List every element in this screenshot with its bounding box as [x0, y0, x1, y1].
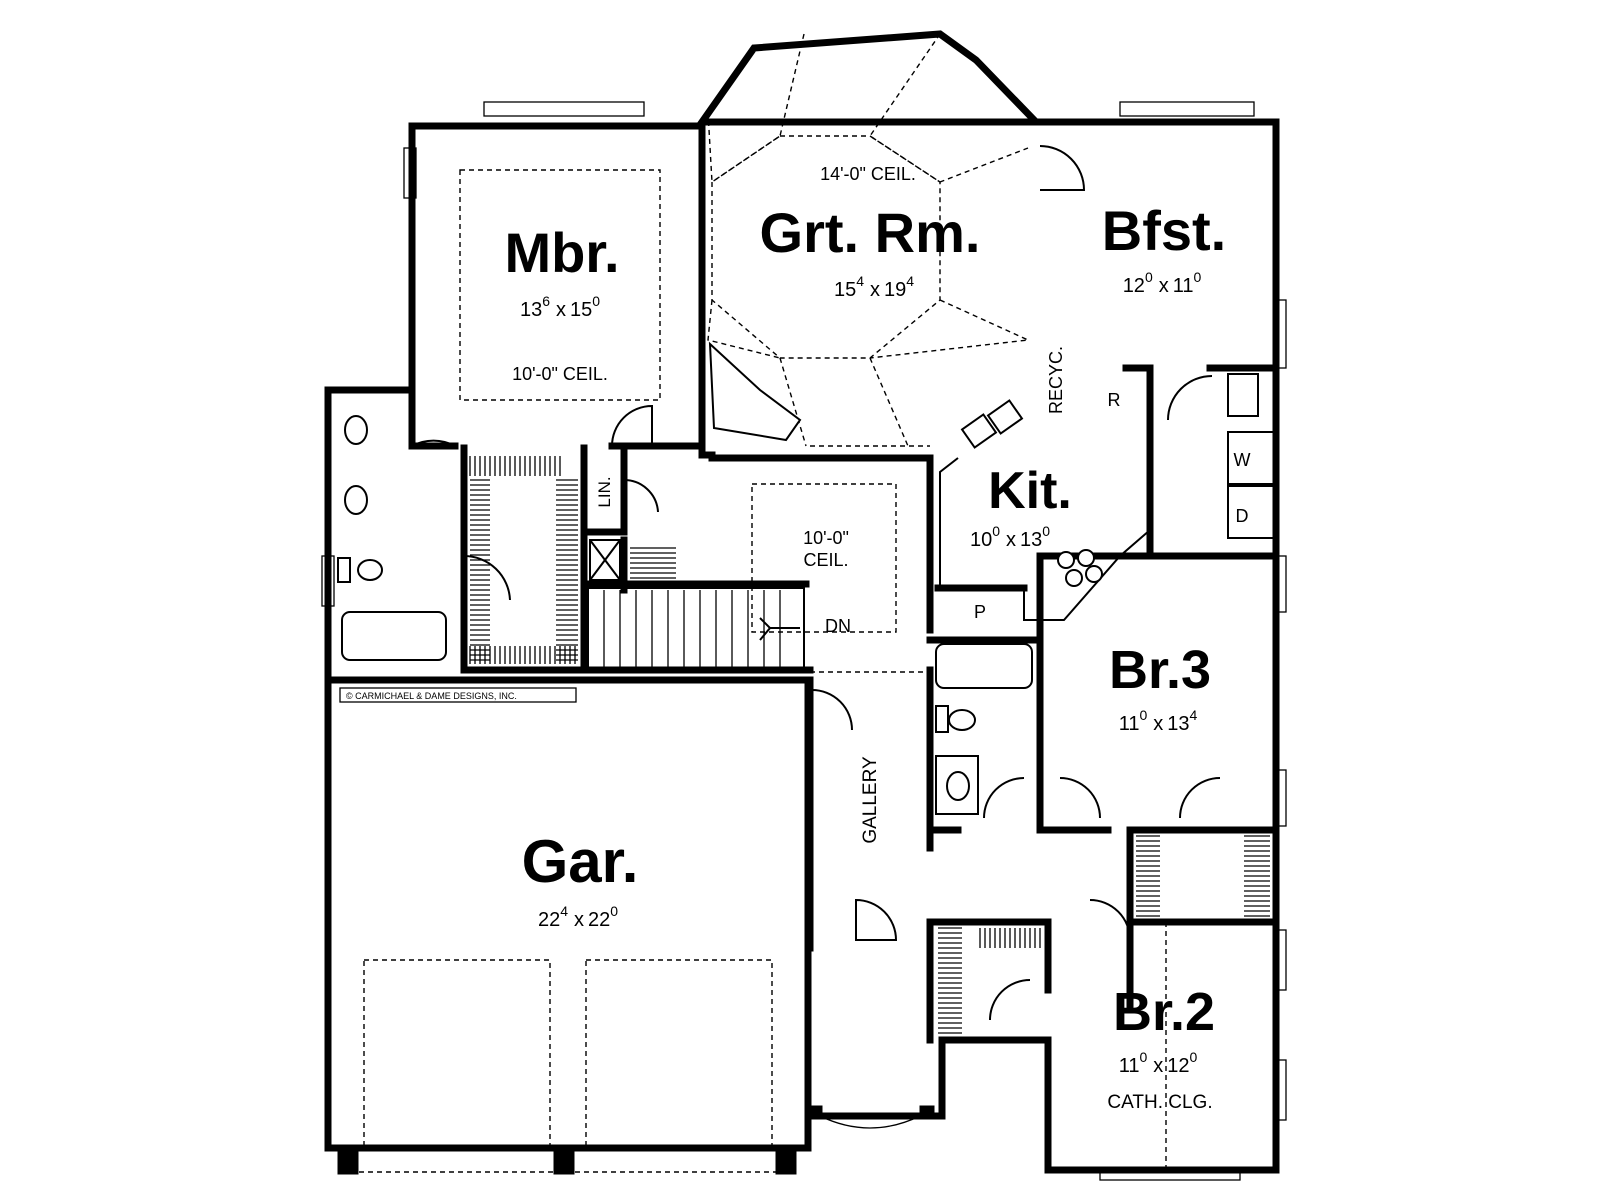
bathtub-icon: [935, 643, 1033, 689]
door-swing: [611, 404, 653, 447]
down-arrow-icon: [759, 617, 800, 641]
room-name-kit: Kit.: [988, 462, 1072, 520]
door-swing: [983, 777, 1025, 819]
exterior-walls: [324, 30, 1280, 1174]
ceiling-note-foyer-2: CEIL.: [803, 550, 848, 570]
svg-text:© CARMICHAEL & DAME DESIGNS, I: © CARMICHAEL & DAME DESIGNS, INC.: [346, 691, 517, 701]
door-swing: [989, 979, 1031, 1021]
closet-shelving: [469, 456, 1270, 1034]
toilet-icon: [337, 557, 351, 583]
cooktop-icon: [1065, 569, 1083, 587]
label-dryer: D: [1236, 506, 1249, 526]
ceiling-note-br2: CATH. CLG.: [1107, 1092, 1212, 1113]
cooktop-icon: [1077, 549, 1095, 567]
door-swing: [623, 478, 659, 513]
room-name-mbr: Mbr.: [504, 221, 619, 284]
door-swing: [1179, 777, 1221, 819]
fixtures: [337, 341, 1275, 815]
door-swing: [1039, 145, 1086, 191]
door-swing: [1059, 777, 1101, 819]
kitchen-sink-icon: [960, 413, 998, 449]
label-recyc: RECYC.: [1046, 346, 1066, 414]
cooktop-icon: [1057, 551, 1075, 569]
room-name-gar: Gar.: [522, 828, 639, 895]
door-swing: [411, 400, 456, 448]
toilet-icon: [357, 559, 383, 581]
sink-icon: [946, 771, 970, 801]
columns: [337, 1105, 935, 1175]
copyright-credit: © CARMICHAEL & DAME DESIGNS, INC.: [339, 687, 577, 703]
detail-lines: [321, 33, 1287, 1181]
cooktop-icon: [1085, 565, 1103, 583]
label-pantry: P: [974, 602, 986, 622]
door-swing: [1167, 375, 1213, 421]
label-washer: W: [1234, 450, 1251, 470]
door-swing: [1089, 899, 1131, 941]
door-swing: [811, 689, 853, 731]
door-swing: [855, 898, 898, 941]
label-refrigerator: R: [1108, 390, 1121, 410]
ceiling-note-grt-rm: 14'-0" CEIL.: [820, 164, 916, 184]
room-name-br3: Br.3: [1109, 640, 1211, 700]
room-name-bfst: Bfst.: [1102, 199, 1226, 262]
sink-icon: [344, 485, 368, 515]
ceiling-note-foyer-1: 10'-0": [803, 528, 849, 548]
door-swing: [463, 554, 511, 601]
doors: [411, 145, 1221, 1021]
label-stairs-down: DN: [825, 616, 851, 636]
fireplace-icon: [708, 341, 802, 442]
bathtub-icon: [341, 611, 447, 661]
kitchen-sink-icon: [986, 399, 1024, 435]
interior-walls: [408, 364, 1280, 1044]
room-name-br2: Br.2: [1113, 982, 1215, 1042]
label-linen: LIN.: [595, 476, 614, 507]
toilet-icon: [948, 709, 976, 731]
room-name-grt-rm: Grt. Rm.: [760, 201, 981, 264]
hvac-chase-icon: [589, 539, 621, 581]
stairs: [587, 587, 805, 669]
appliance-icon: [1227, 373, 1259, 417]
ceiling-note-mbr: 10'-0" CEIL.: [512, 364, 608, 384]
room-name-gallery: GALLERY: [860, 756, 881, 844]
sink-icon: [344, 415, 368, 445]
toilet-icon: [935, 705, 949, 733]
